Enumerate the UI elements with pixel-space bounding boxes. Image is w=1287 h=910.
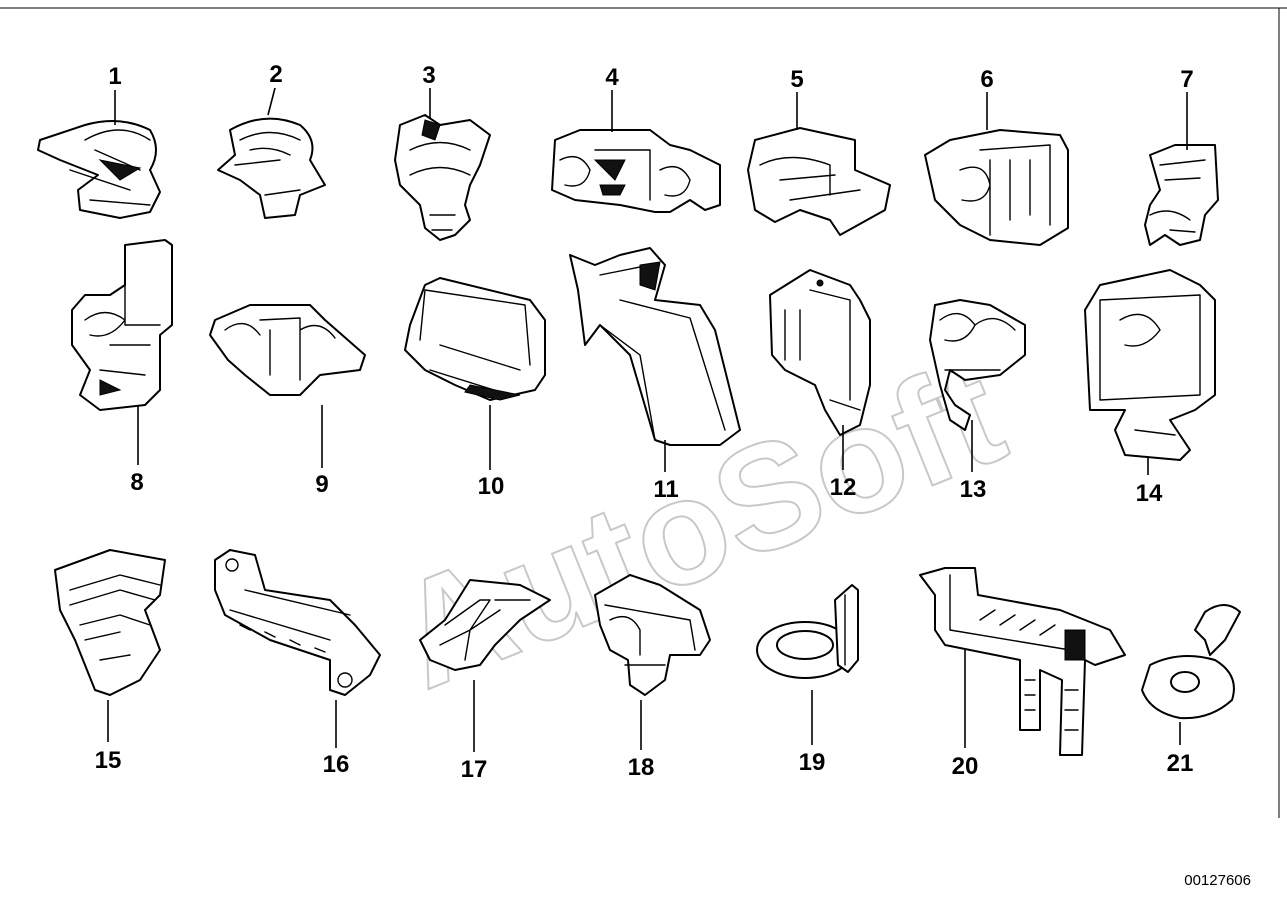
part-label: 9 bbox=[315, 471, 328, 498]
part-3-clip[interactable] bbox=[394, 114, 491, 241]
part-label: 13 bbox=[960, 476, 987, 503]
part-label: 18 bbox=[628, 754, 655, 781]
part-5-clip[interactable] bbox=[747, 127, 891, 236]
part-18-clip[interactable] bbox=[594, 574, 711, 696]
part-label: 10 bbox=[478, 473, 505, 500]
part-12-clip[interactable] bbox=[769, 269, 871, 436]
part-9-clip[interactable] bbox=[209, 304, 366, 396]
part-21-clip[interactable] bbox=[1141, 604, 1241, 720]
part-4-clip[interactable] bbox=[551, 129, 721, 213]
part-label: 8 bbox=[130, 469, 143, 496]
part-8-clip[interactable] bbox=[71, 239, 173, 411]
part-14-clip[interactable] bbox=[1084, 269, 1216, 461]
part-19-clip[interactable] bbox=[756, 584, 859, 679]
part-16-clip[interactable] bbox=[214, 549, 381, 696]
part-label: 17 bbox=[461, 756, 488, 783]
part-label: 1 bbox=[108, 63, 121, 90]
part-label: 16 bbox=[323, 751, 350, 778]
part-label: 15 bbox=[95, 747, 122, 774]
part-label: 2 bbox=[269, 61, 282, 88]
part-label: 3 bbox=[422, 62, 435, 89]
part-label: 4 bbox=[605, 64, 619, 91]
part-label: 14 bbox=[1136, 480, 1163, 507]
part-label: 20 bbox=[952, 753, 979, 780]
part-label: 21 bbox=[1167, 750, 1194, 777]
diagram-code: 00127606 bbox=[1184, 872, 1251, 889]
part-labels: 1 2 3 4 5 6 7 8 9 10 11 12 13 14 15 16 1… bbox=[95, 61, 1194, 783]
part-label: 12 bbox=[830, 474, 857, 501]
part-label: 11 bbox=[653, 476, 678, 503]
part-label: 5 bbox=[790, 66, 803, 93]
part-6-clip[interactable] bbox=[924, 129, 1069, 246]
part-15-clip[interactable] bbox=[54, 549, 166, 696]
part-label: 6 bbox=[980, 66, 993, 93]
part-label: 19 bbox=[799, 749, 826, 776]
leader-lines bbox=[107, 87, 1188, 752]
part-17-clip[interactable] bbox=[419, 579, 551, 671]
part-13-clip[interactable] bbox=[929, 299, 1026, 431]
part-20-clip[interactable] bbox=[919, 567, 1126, 756]
part-label: 7 bbox=[1180, 66, 1193, 93]
part-10-clip[interactable] bbox=[404, 277, 546, 401]
part-1-clip[interactable] bbox=[37, 120, 161, 219]
part-2-clip[interactable] bbox=[217, 117, 326, 219]
part-7-clip[interactable] bbox=[1144, 144, 1219, 246]
part-11-clip[interactable] bbox=[569, 247, 741, 446]
